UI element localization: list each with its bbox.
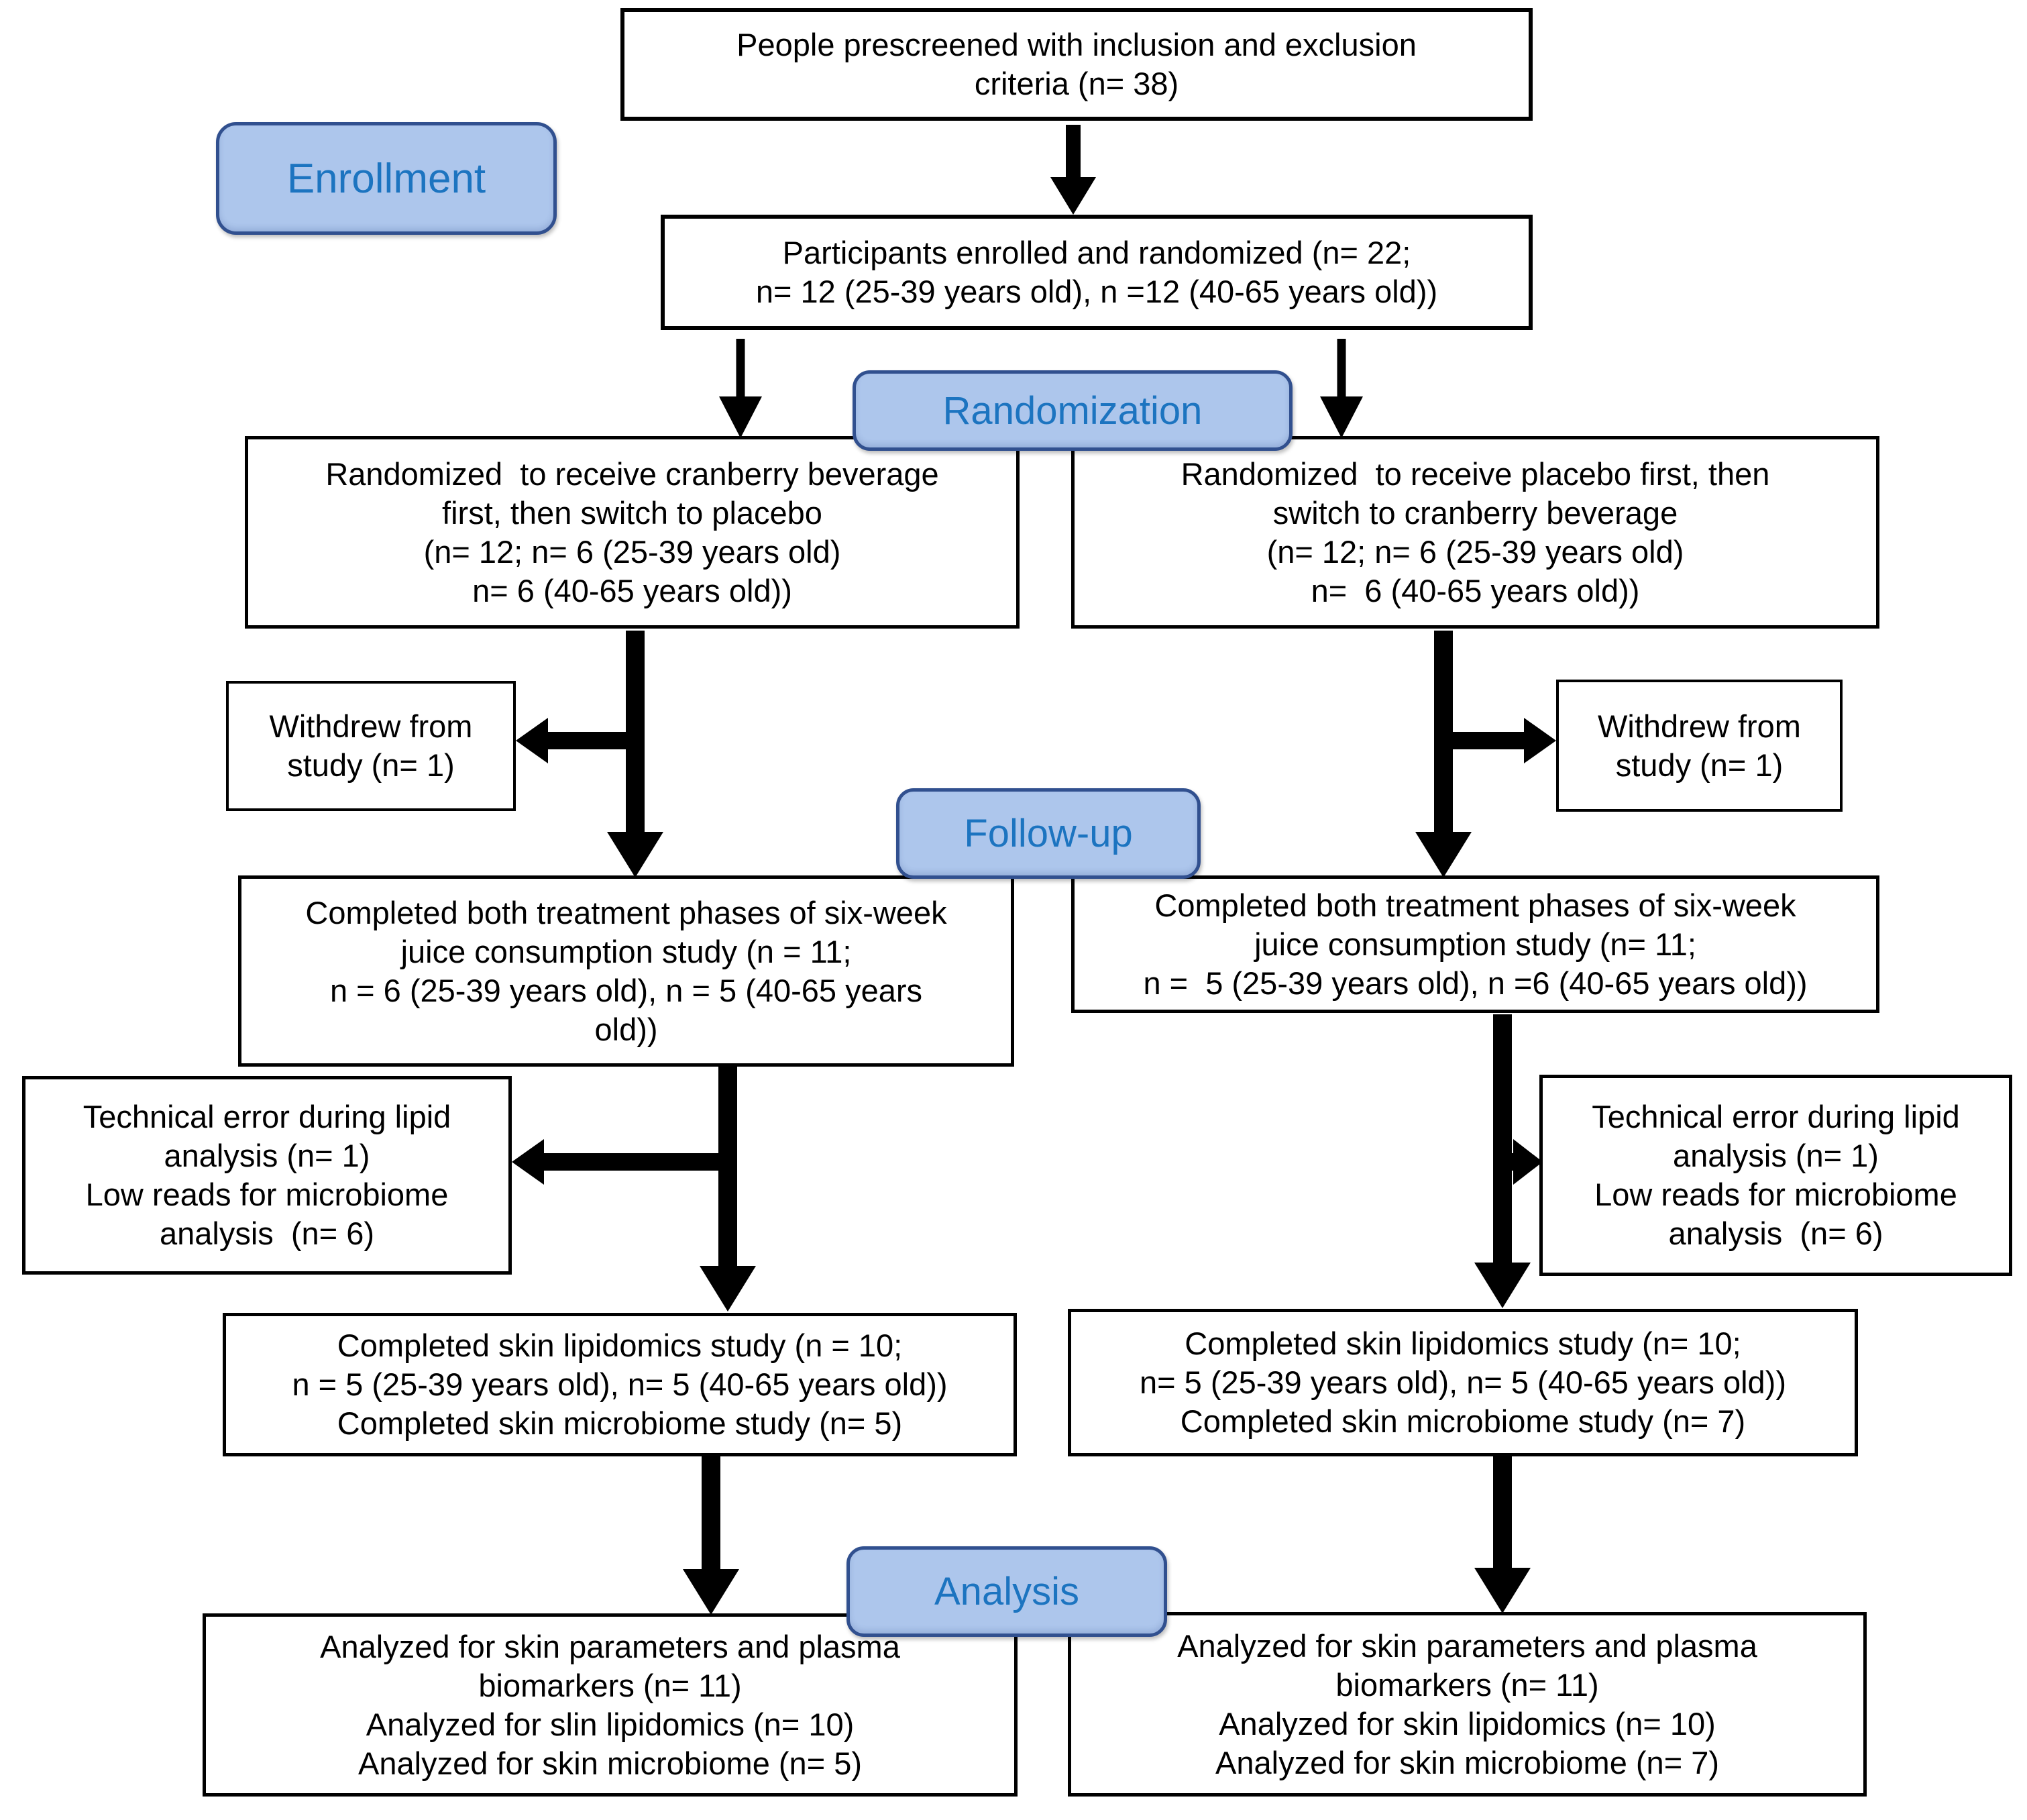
box-line: Analyzed for skin lipidomics (n= 10) <box>1219 1705 1716 1742</box>
box-line: n= 6 (40-65 years old)) <box>1311 572 1640 608</box>
box-randomized-cranberry-first: Randomized to receive cranberry beverage… <box>245 436 1020 629</box>
box-line: (n= 12; n= 6 (25-39 years old) <box>1266 533 1684 570</box>
box-line: biomarkers (n= 11) <box>478 1667 742 1703</box>
box-line: n = 6 (25-39 years old), n = 5 (40-65 ye… <box>329 972 923 1008</box>
box-line: Randomized to receive cranberry beverage <box>325 456 939 492</box>
box-line: Analyzed for skin parameters and plasma <box>1177 1627 1757 1664</box>
arrow-down-completed-to-lipidomics-left-icon <box>700 1065 756 1312</box>
box-line: Analyzed for skin microbiome (n= 5) <box>358 1745 862 1781</box>
box-line: Completed both treatment phases of six-w… <box>1154 887 1796 923</box>
box-withdrew-right: Withdrew from study (n= 1) <box>1556 680 1843 812</box>
box-withdrew-left: Withdrew from study (n= 1) <box>226 681 516 811</box>
box-line: n = 5 (25-39 years old), n= 5 (40-65 yea… <box>292 1367 948 1402</box>
box-technical-error-left: Technical error during lipid analysis (n… <box>22 1076 512 1275</box>
box-line: Completed skin microbiome study (n= 5) <box>337 1405 903 1441</box>
arrow-down-lipidomics-to-analyzed-left-icon <box>683 1456 739 1615</box>
box-line: n = 5 (25-39 years old), n =6 (40-65 yea… <box>1143 965 1808 1001</box>
box-line: juice consumption study (n= 11; <box>1254 926 1696 962</box>
box-line: analysis (n= 1) <box>164 1138 370 1173</box>
box-line: Completed skin lipidomics study (n= 10; <box>1185 1326 1741 1361</box>
arrow-right-to-withdrew-icon <box>1443 718 1556 763</box>
stage-label-analysis-text: Analysis <box>934 1570 1079 1613</box>
box-line: first, then switch to placebo <box>442 494 822 531</box>
arrow-left-to-withdrew-icon <box>516 718 638 763</box>
stage-label-enrollment-text: Enrollment <box>286 155 486 202</box>
arrow-down-enrolled-to-placebo-icon <box>1315 339 1368 438</box>
box-line: People prescreened with inclusion and ex… <box>736 27 1417 62</box>
box-line: biomarkers (n= 11) <box>1335 1666 1599 1703</box>
box-line: Withdrew from <box>269 708 473 744</box>
box-line: Low reads for microbiome <box>85 1177 449 1212</box>
box-line: Analyzed for skin microbiome (n= 7) <box>1215 1744 1719 1780</box>
arrow-down-prescreened-to-enrolled-icon <box>1043 125 1103 215</box>
box-line: analysis (n= 6) <box>1668 1216 1883 1251</box>
box-randomized-placebo-first: Randomized to receive placebo first, the… <box>1071 436 1879 629</box>
box-line: Withdrew from <box>1598 708 1801 744</box>
stage-label-randomization: Randomization <box>853 370 1293 451</box>
box-line: Analyzed for skin parameters and plasma <box>320 1628 900 1664</box>
box-analyzed-right: Analyzed for skin parameters and plasma … <box>1068 1612 1867 1797</box>
box-line: Completed skin lipidomics study (n = 10; <box>337 1328 903 1363</box>
box-line: juice consumption study (n = 11; <box>400 933 852 969</box>
box-line: analysis (n= 6) <box>159 1216 374 1251</box>
box-line: (n= 12; n= 6 (25-39 years old) <box>423 533 841 570</box>
arrow-left-to-technical-error-icon <box>512 1139 730 1185</box>
stage-label-followup: Follow-up <box>896 788 1201 879</box>
stage-label-analysis: Analysis <box>846 1546 1167 1637</box>
box-technical-error-right: Technical error during lipid analysis (n… <box>1539 1075 2012 1276</box>
box-line: Participants enrolled and randomized (n=… <box>782 235 1411 270</box>
box-line: Low reads for microbiome <box>1594 1177 1957 1212</box>
arrow-down-cranberry-to-completed-icon <box>607 631 663 877</box>
box-line: Technical error during lipid <box>83 1099 451 1134</box>
box-lipidomics-left: Completed skin lipidomics study (n = 10;… <box>223 1313 1017 1456</box>
box-line: Completed skin microbiome study (n= 7) <box>1180 1403 1746 1439</box>
box-enrolled-randomized: Participants enrolled and randomized (n=… <box>661 215 1533 330</box>
box-line: Completed both treatment phases of six-w… <box>305 894 947 930</box>
box-line: n= 6 (40-65 years old)) <box>472 572 792 608</box>
box-line: Analyzed for slin lipidomics (n= 10) <box>366 1706 855 1742</box>
box-line: criteria (n= 38) <box>974 66 1179 101</box>
box-line: study (n= 1) <box>287 747 455 783</box>
box-lipidomics-right: Completed skin lipidomics study (n= 10; … <box>1068 1309 1858 1456</box>
arrow-down-enrolled-to-cranberry-icon <box>714 339 767 438</box>
stage-label-followup-text: Follow-up <box>964 812 1133 855</box>
stage-label-randomization-text: Randomization <box>942 388 1203 433</box>
box-line: study (n= 1) <box>1615 747 1784 783</box>
box-line: n= 12 (25-39 years old), n =12 (40-65 ye… <box>755 274 1438 309</box>
box-line: analysis (n= 1) <box>1673 1138 1879 1173</box>
arrow-down-completed-to-lipidomics-right-icon <box>1474 1014 1531 1308</box>
box-line: Randomized to receive placebo first, the… <box>1181 456 1770 492</box>
arrow-down-lipidomics-to-analyzed-right-icon <box>1474 1456 1531 1613</box>
box-line: old)) <box>594 1011 658 1047</box>
arrow-right-to-technical-error-icon <box>1493 1139 1543 1185</box>
box-analyzed-left: Analyzed for skin parameters and plasma … <box>203 1613 1018 1797</box>
box-line: Technical error during lipid <box>1592 1099 1960 1134</box>
stage-label-enrollment: Enrollment <box>216 122 557 235</box>
box-line: n= 5 (25-39 years old), n= 5 (40-65 year… <box>1139 1364 1786 1400</box>
box-completed-phases-left: Completed both treatment phases of six-w… <box>238 875 1014 1067</box>
box-line: switch to cranberry beverage <box>1272 494 1678 531</box>
box-completed-phases-right: Completed both treatment phases of six-w… <box>1071 875 1879 1013</box>
box-prescreened: People prescreened with inclusion and ex… <box>620 8 1533 121</box>
